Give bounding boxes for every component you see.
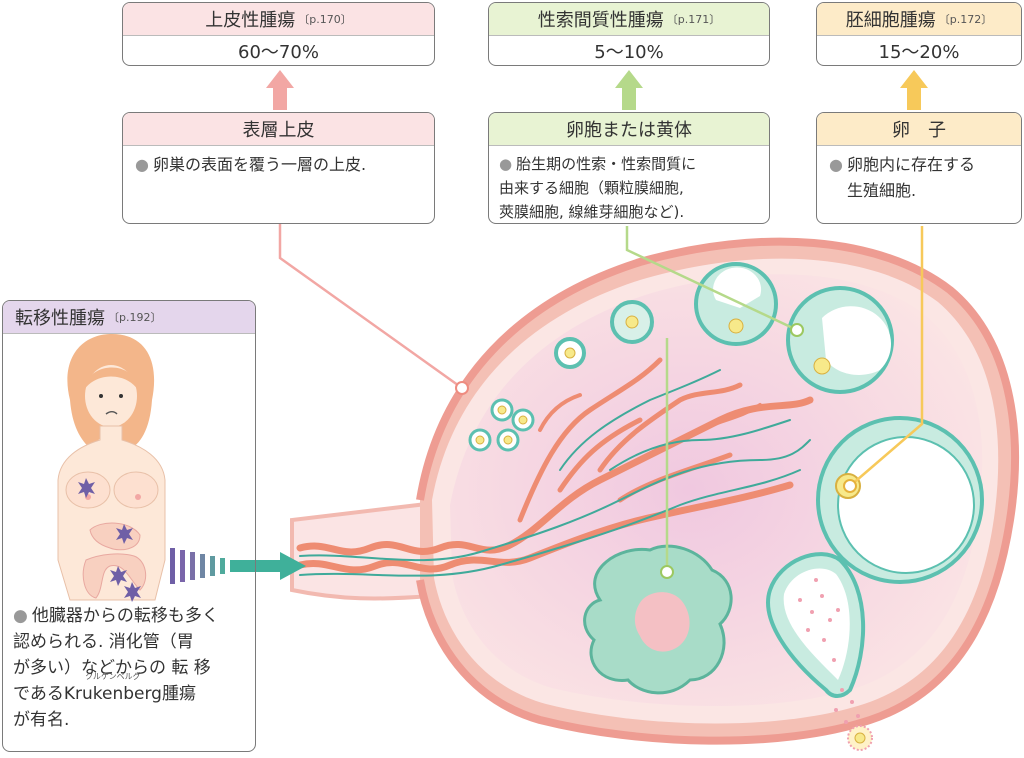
- growing-follicles: [694, 262, 894, 394]
- origin-description: ●卵巣の表面を覆う一層の上皮.: [123, 146, 434, 178]
- origin-description: ●卵胞内に存在する 生殖細胞.: [817, 146, 1021, 204]
- arrow-up-pink: [266, 70, 294, 110]
- metastatic-line: である: [13, 684, 64, 704]
- origin-box-follicle: 卵胞または黄体 ●胎生期の性索・性索間質に 由来する細胞（顆粒膜細胞, 莢膜細胞…: [488, 112, 770, 224]
- tumor-percent-germ-cell: 15〜20%: [878, 42, 960, 63]
- origin-line: 生殖細胞.: [847, 181, 917, 200]
- origin-line: 莢膜細胞, 線維芽細胞など).: [499, 203, 685, 221]
- tumor-title-sex-cord-stromal: 性索間質性腫瘍〔p.171〕: [489, 3, 769, 36]
- tumor-box-sex-cord-stromal: 性索間質性腫瘍〔p.171〕 5〜10%: [488, 2, 770, 66]
- origin-box-surface-epithelium: 表層上皮 ●卵巣の表面を覆う一層の上皮.: [122, 112, 435, 224]
- origin-line: 由来する細胞（顆粒膜細胞,: [499, 179, 684, 197]
- primordial-follicles: [468, 300, 654, 452]
- pointer-dot-epithelium: [455, 381, 469, 395]
- ruby-reading: クルケンベルグ: [85, 672, 141, 681]
- metastatic-line: 認められる. 消化管（胃: [13, 632, 194, 652]
- page-ref: 〔p.170〕: [298, 13, 352, 26]
- origin-box-ovum: 卵 子 ●卵胞内に存在する 生殖細胞.: [816, 112, 1022, 224]
- bullet-icon: ●: [13, 606, 28, 626]
- metastatic-line: 腫瘍: [161, 684, 196, 704]
- metastatic-line: が多い）などからの 転 移: [13, 658, 211, 678]
- pointer-surface-epithelium: [278, 222, 463, 390]
- pointer-dot-corpus-luteum: [660, 565, 674, 579]
- metastatic-line: 他臓器からの転移も多く: [31, 606, 219, 626]
- page-ref: 〔p.171〕: [666, 13, 721, 26]
- arrow-up-yellow: [900, 70, 928, 110]
- tumor-title-text: 性索間質性腫瘍: [537, 10, 664, 31]
- tumor-box-germ-cell: 胚細胞腫瘍〔p.172〕 15〜20%: [816, 2, 1022, 66]
- corpus-luteum: [583, 544, 733, 695]
- bullet-icon: ●: [829, 155, 843, 174]
- blood-vessels: [296, 357, 814, 577]
- tumor-title-text: 上皮性腫瘍: [205, 10, 296, 31]
- metastatic-line: が有名.: [13, 710, 70, 730]
- ovary-surface-epithelium: [416, 237, 1019, 745]
- origin-line: 卵胞内に存在する: [846, 155, 975, 174]
- pointer-follicle: [625, 226, 798, 332]
- origin-description: ●胎生期の性索・性索間質に 由来する細胞（顆粒膜細胞, 莢膜細胞, 線維芽細胞な…: [489, 146, 769, 223]
- tumor-percent-epithelial: 60〜70%: [238, 42, 319, 63]
- origin-title: 卵胞または黄体: [489, 113, 769, 146]
- metastatic-tumor-box: 転移性腫瘍〔p.192〕 ●他臓器からの転移も多く 認められる. 消化管（胃 が…: [2, 300, 256, 752]
- metastatic-description: ●他臓器からの転移も多く 認められる. 消化管（胃 が多い）などからの 転 移 …: [3, 603, 255, 733]
- tumor-title-epithelial: 上皮性腫瘍〔p.170〕: [123, 3, 434, 36]
- arrow-up-green: [615, 70, 643, 110]
- pointer-dot-ovum: [843, 479, 857, 493]
- bullet-icon: ●: [499, 155, 513, 173]
- bullet-icon: ●: [135, 155, 149, 174]
- metastatic-title-text: 転移性腫瘍: [15, 308, 105, 329]
- tumor-title-text: 胚細胞腫瘍: [845, 10, 936, 31]
- pointer-dot-follicle: [790, 323, 804, 337]
- page-ref: 〔p.192〕: [108, 311, 162, 324]
- woman-figure-icon: [57, 333, 166, 602]
- page-ref: 〔p.172〕: [938, 13, 993, 26]
- graafian-follicle: [816, 416, 984, 584]
- tumor-box-epithelial: 上皮性腫瘍〔p.170〕 60〜70%: [122, 2, 435, 66]
- origin-title: 卵 子: [817, 113, 1021, 146]
- tumor-title-germ-cell: 胚細胞腫瘍〔p.172〕: [817, 3, 1021, 36]
- ovulating-follicle: [766, 552, 873, 751]
- metastatic-title: 転移性腫瘍〔p.192〕: [3, 301, 255, 334]
- krukenberg-term: Krukenberg: [63, 684, 162, 704]
- krukenberg-ruby: クルケンベルグ Krukenberg: [63, 672, 162, 704]
- pointer-ovum: [849, 226, 924, 487]
- origin-line: 卵巣の表面を覆う一層の上皮.: [152, 155, 367, 174]
- origin-title: 表層上皮: [123, 113, 434, 146]
- tumor-percent-sex-cord-stromal: 5〜10%: [594, 42, 664, 63]
- origin-line: 胎生期の性索・性索間質に: [516, 155, 697, 173]
